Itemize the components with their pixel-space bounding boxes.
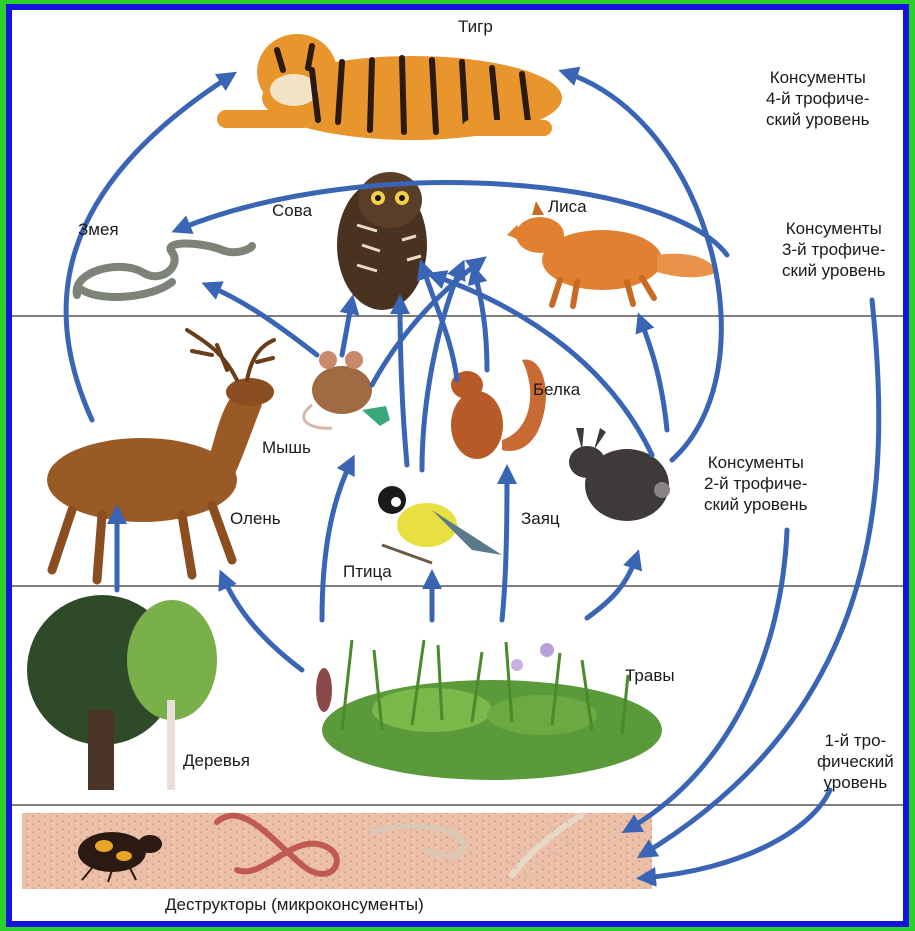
label-tiger: Тигр [458, 17, 493, 36]
level-2-line-3: ский уровень [704, 494, 808, 515]
label-trees: Деревья [183, 751, 250, 770]
arrow-grass-to-squirrel [502, 470, 507, 620]
level-2-label: Консументы 2-й трофиче- ский уровень [704, 452, 808, 515]
label-hare: Заяц [521, 509, 560, 528]
grasses-illustration [316, 640, 662, 780]
level-3-line-1: Консументы [782, 218, 886, 239]
mouse-illustration [304, 351, 390, 428]
level-4-line-2: 4-й трофиче- [766, 88, 870, 109]
level-1-line-3: уровень [817, 772, 894, 793]
bird-illustration [378, 486, 502, 563]
label-decomposers: Деструкторы (микроконсументы) [165, 895, 424, 914]
level-1-line-2: фический [817, 751, 894, 772]
label-squirrel: Белка [533, 380, 580, 399]
squirrel-illustration [451, 360, 546, 459]
hare-illustration [569, 428, 670, 521]
label-owl: Сова [272, 201, 312, 220]
level-2-line-1: Консументы [704, 452, 808, 473]
label-mouse: Мышь [262, 438, 311, 457]
level-4-line-1: Консументы [766, 67, 870, 88]
fox-illustration [507, 201, 717, 306]
arrow-squirrel-to-fox [474, 270, 487, 370]
label-fox: Лиса [548, 197, 587, 216]
arrow-bird-to-owl [400, 300, 407, 465]
arrow-grass-to-mouse [322, 460, 352, 620]
arrow-hare-to-fox [640, 318, 667, 430]
level-1-line-1: 1-й тро- [817, 730, 894, 751]
arrow-grass-to-deer [222, 575, 302, 670]
food-web-diagram: Тигр Змея Сова Лиса Мышь Белка Олень Зая… [12, 10, 903, 921]
level-4-line-3: ский уровень [766, 109, 870, 130]
level-3-line-3: ский уровень [782, 260, 886, 281]
level-1-label: 1-й тро- фический уровень [817, 730, 894, 793]
level-3-line-2: 3-й трофиче- [782, 239, 886, 260]
label-bird: Птица [343, 562, 392, 581]
label-snake: Змея [78, 220, 119, 239]
level-2-line-2: 2-й трофиче- [704, 473, 808, 494]
level-4-label: Консументы 4-й трофиче- ский уровень [766, 67, 870, 130]
level-3-label: Консументы 3-й трофиче- ский уровень [782, 218, 886, 281]
owl-illustration [337, 172, 427, 310]
arrow-mouse-to-snake [207, 285, 317, 355]
arrow-mouse-to-owl [342, 300, 352, 355]
label-grasses: Травы [625, 666, 675, 685]
snake-illustration [77, 244, 252, 297]
deer-illustration [47, 330, 274, 580]
tiger-illustration [217, 34, 562, 140]
label-deer: Олень [230, 509, 281, 528]
